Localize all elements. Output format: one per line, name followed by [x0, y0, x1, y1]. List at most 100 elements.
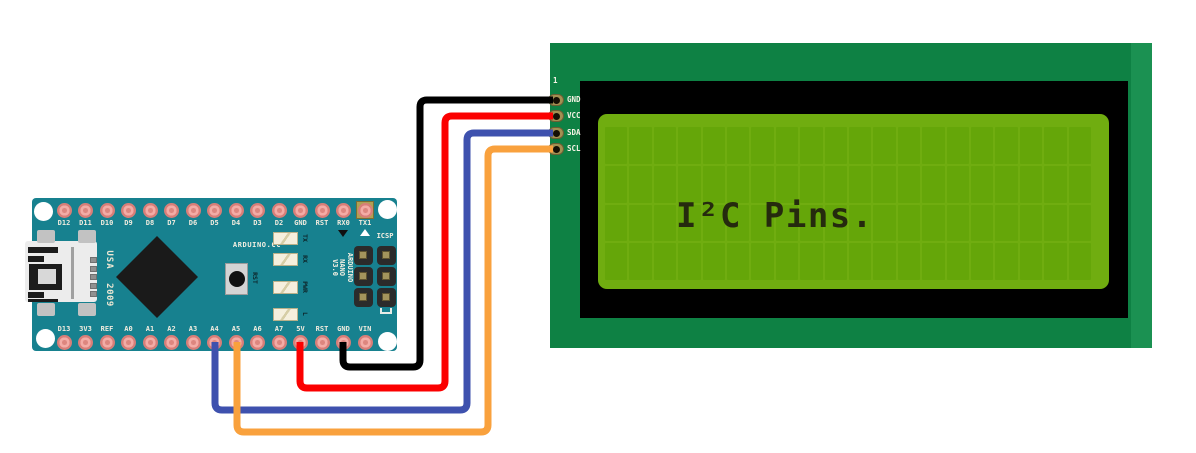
- lcd-cell: [873, 127, 896, 164]
- icsp-pin-pad: [382, 272, 390, 280]
- lcd-cell: [1068, 204, 1091, 242]
- icsp-pin-pad: [359, 293, 367, 301]
- reset-button[interactable]: [225, 263, 248, 295]
- arduino-pin-label: D8: [145, 219, 155, 227]
- usb-tab: [37, 303, 55, 316]
- lcd-cell: [946, 165, 969, 203]
- lcd-cell: [848, 165, 872, 203]
- lcd-cell: [970, 243, 994, 280]
- arduino-pin-label: D7: [167, 219, 176, 227]
- lcd-cell: [848, 204, 872, 242]
- lcd-character-grid: [605, 127, 1091, 280]
- lcd-cell: [946, 204, 969, 242]
- arduino-pin-top-D10[interactable]: [99, 202, 115, 218]
- lcd-cell: [702, 165, 725, 203]
- arduino-pin-top-D8[interactable]: [142, 202, 158, 218]
- lcd-cell: [897, 165, 921, 203]
- lcd-cell: [653, 243, 677, 280]
- lcd-pin-hole: [553, 96, 560, 104]
- icsp-pin[interactable]: [353, 245, 373, 265]
- lcd-cell: [800, 165, 823, 203]
- arduino-pin-bottom-REF[interactable]: [99, 334, 115, 350]
- lcd-cell: [848, 127, 872, 164]
- arduino-pin-top-D5[interactable]: [207, 202, 222, 218]
- lcd-cell: [775, 243, 799, 280]
- arduino-pin-top-D9[interactable]: [121, 202, 136, 218]
- arduino-pin-top-D6[interactable]: [185, 202, 201, 218]
- arduino-pin-bottom-A0[interactable]: [121, 334, 136, 350]
- arduino-pin-top-GND[interactable]: [293, 202, 308, 218]
- icsp-pin[interactable]: [376, 287, 396, 307]
- lcd-cell: [751, 127, 774, 164]
- arduino-pin-top-D4[interactable]: [228, 202, 244, 218]
- lcd-cell: [995, 165, 1018, 203]
- arduino-pin-bottom-RST[interactable]: [314, 334, 330, 350]
- arduino-pin-top-RST[interactable]: [314, 202, 330, 218]
- arduino-pin-top-D12[interactable]: [56, 202, 72, 218]
- wire-vcc-vcc-to-5v[interactable]: [296, 112, 553, 392]
- lcd-cell: [605, 243, 628, 280]
- usb-detail: [28, 247, 58, 253]
- arduino-pin-label: VIN: [358, 325, 372, 333]
- arduino-pin-label: D4: [231, 219, 241, 227]
- arduino-pin-bottom-A2[interactable]: [164, 334, 179, 350]
- lcd-cell: [702, 243, 725, 280]
- lcd-cell: [800, 127, 823, 164]
- wire-sda-sda-to-a4[interactable]: [211, 129, 553, 414]
- lcd-cell: [1044, 127, 1067, 164]
- lcd-cell: [970, 204, 994, 242]
- arduino-pin-label: A5: [231, 325, 241, 333]
- mounting-hole: [377, 331, 397, 351]
- arduino-pin-bottom-VIN[interactable]: [357, 334, 373, 350]
- icsp-pin-pad: [359, 272, 367, 280]
- arduino-pin-label: 3V3: [79, 325, 92, 333]
- lcd-pin-hole: [553, 112, 560, 120]
- icsp-pin[interactable]: [353, 287, 373, 307]
- lcd-cell: [824, 165, 847, 203]
- lcd-pin-label: SCL: [567, 144, 581, 153]
- arduino-pin-label: A0: [124, 325, 133, 333]
- arduino-pin-label: A4: [210, 325, 219, 333]
- arduino-pin-top-D3[interactable]: [250, 202, 265, 218]
- icsp-pin[interactable]: [376, 266, 396, 286]
- lcd-cell: [751, 204, 774, 242]
- arduino-pin-top-RX0[interactable]: [336, 202, 351, 218]
- icsp-pin-pad: [382, 251, 390, 259]
- lcd-cell: [800, 243, 823, 280]
- usb-detail: [28, 256, 44, 262]
- lcd-cell: [678, 127, 701, 164]
- led-l: [273, 308, 298, 321]
- usb-contact: [90, 283, 97, 289]
- arduino-pin-top-D7[interactable]: [164, 202, 179, 218]
- arduino-pin-top-TX1[interactable]: [357, 202, 373, 218]
- arduino-pin-top-D11[interactable]: [78, 202, 93, 218]
- lcd-cell: [726, 243, 750, 280]
- lcd-cell: [873, 204, 896, 242]
- wire-scl-scl-to-a5[interactable]: [233, 145, 553, 436]
- lcd-display-text: I²C Pins.: [676, 196, 874, 236]
- arduino-pin-bottom-A1[interactable]: [142, 334, 158, 350]
- lcd-cell: [605, 165, 628, 203]
- arduino-nano-board[interactable]: USA 2009 ARDUINO.CC RST ICSP ARDUINO NAN…: [25, 198, 397, 351]
- lcd-cell: [897, 127, 921, 164]
- arduino-pin-bottom-D13[interactable]: [56, 334, 72, 350]
- lcd-cell: [873, 243, 896, 280]
- wire-gnd-gnd-to-gnd[interactable]: [339, 96, 553, 371]
- arduino-pin-top-D2[interactable]: [271, 202, 287, 218]
- arduino-pin-bottom-A6[interactable]: [250, 334, 265, 350]
- rx0-marker-icon: [338, 230, 348, 237]
- usb-detail: [28, 292, 44, 298]
- arduino-pin-bottom-A7[interactable]: [271, 334, 287, 350]
- arduino-pin-bottom-3V3[interactable]: [78, 334, 93, 350]
- icsp-pin1-marker: [380, 308, 392, 314]
- icsp-pin-pad: [382, 293, 390, 301]
- arduino-pin-bottom-A3[interactable]: [185, 334, 201, 350]
- icsp-pin[interactable]: [376, 245, 396, 265]
- lcd-cell: [678, 204, 701, 242]
- tx1-marker-icon: [359, 229, 370, 236]
- lcd-cell: [726, 204, 750, 242]
- lcd-cell: [824, 243, 847, 280]
- icsp-pin[interactable]: [353, 266, 373, 286]
